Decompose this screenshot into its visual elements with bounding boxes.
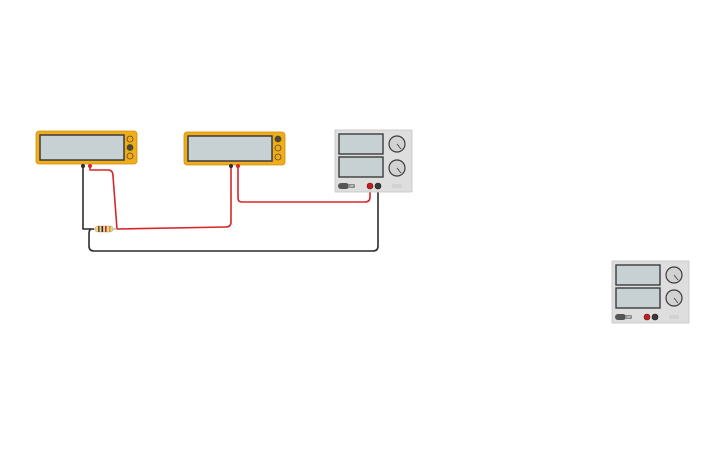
- wires: [82, 166, 379, 252]
- multimeter-1-probe-red[interactable]: [88, 164, 92, 168]
- power-supply-1-voltage-display: [338, 133, 384, 155]
- power-supply-1-terminal-negative[interactable]: [374, 182, 382, 190]
- power-supply-2-voltage-display: [615, 264, 661, 286]
- multimeter-2-mode-button-a[interactable]: [274, 135, 282, 143]
- multimeter-1-mode-button-a[interactable]: [126, 135, 134, 143]
- multimeter-2-mode-button-c[interactable]: [274, 153, 282, 161]
- wire-black-resistor-to-supply[interactable]: [88, 186, 379, 252]
- power-supply-1-power-label-bg: [348, 184, 355, 188]
- wire-red-resistor-to-meter2[interactable]: [116, 166, 232, 230]
- power-supply-1-power-label: off: [350, 184, 355, 188]
- power-supply-2-brand-mark: [669, 315, 679, 319]
- multimeter-2-mode-button-b[interactable]: [274, 144, 282, 152]
- power-supply-1-power-button[interactable]: [338, 183, 349, 189]
- multimeter-1-mode-button-b[interactable]: [126, 144, 134, 151]
- resistor-band-3: [105, 226, 107, 232]
- power-supply-1-brand-mark: [392, 184, 402, 188]
- multimeter-1-display: [39, 134, 125, 161]
- multimeter-2[interactable]: [183, 131, 286, 168]
- power-supply-2-power-label-bg: [625, 315, 632, 319]
- resistor-band-4: [109, 226, 111, 232]
- multimeter-2-probe-red[interactable]: [236, 164, 240, 168]
- multimeter-2-probe-black[interactable]: [229, 164, 233, 168]
- power-supply-2-terminal-positive[interactable]: [643, 313, 651, 321]
- resistor-band-2: [101, 226, 104, 232]
- resistor-band-1: [98, 226, 100, 232]
- multimeter-1-mode-button-c[interactable]: [126, 152, 134, 160]
- power-supply-2-power-button[interactable]: [615, 314, 626, 320]
- power-supply-1-current-display: [338, 156, 384, 178]
- power-supply-1[interactable]: off: [334, 129, 413, 193]
- power-supply-2-terminal-negative[interactable]: [651, 313, 659, 321]
- wire-red-meter1-to-resistor[interactable]: [89, 166, 118, 230]
- resistor-1[interactable]: [94, 225, 117, 233]
- multimeter-1-probe-black[interactable]: [81, 164, 85, 168]
- wire-black-meter1-to-resistor[interactable]: [82, 166, 94, 230]
- power-supply-2-current-display: [615, 287, 661, 309]
- multimeter-1[interactable]: [35, 130, 138, 168]
- power-supply-1-terminal-positive[interactable]: [366, 182, 374, 190]
- multimeter-2-display: [187, 135, 273, 162]
- power-supply-2-power-label: off: [627, 315, 632, 319]
- power-supply-2[interactable]: off: [611, 260, 690, 324]
- wire-red-meter2-to-supply[interactable]: [237, 166, 371, 203]
